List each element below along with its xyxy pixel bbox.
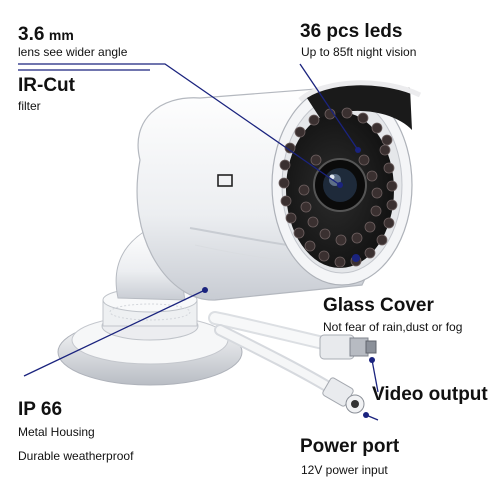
power-port-description: 12V power input: [301, 463, 388, 477]
power-port-title: Power port: [300, 436, 400, 457]
ip-line-housing: Metal Housing: [18, 425, 95, 439]
power-connector: [322, 377, 365, 414]
ircut-title: IR-Cut: [18, 75, 75, 96]
ircut-description: filter: [18, 99, 41, 113]
leds-description: Up to 85ft night vision: [301, 45, 417, 59]
glass-cover-title: Glass Cover: [323, 295, 434, 316]
mount-base: [57, 287, 243, 386]
ip-rating-title: IP 66: [18, 399, 63, 420]
callout-lines: [18, 63, 379, 421]
brand-logo: [217, 174, 233, 187]
ip-line-weatherproof: Durable weatherproof: [18, 449, 134, 463]
ir-leds: [278, 107, 398, 268]
callout-dots: [202, 147, 375, 418]
lens-description: lens see wider angle: [18, 45, 128, 59]
video-output-title: Video output: [372, 384, 488, 405]
lens-callout: 3.6 mm: [18, 25, 74, 45]
glass-cover-description: Not fear of rain,dust or fog: [323, 320, 463, 334]
video-connector: [319, 334, 377, 360]
leds-title: 36 pcs leds: [300, 21, 403, 42]
lens-size-unit: mm: [48, 27, 74, 43]
lens-size-value: 3.6: [18, 24, 45, 45]
